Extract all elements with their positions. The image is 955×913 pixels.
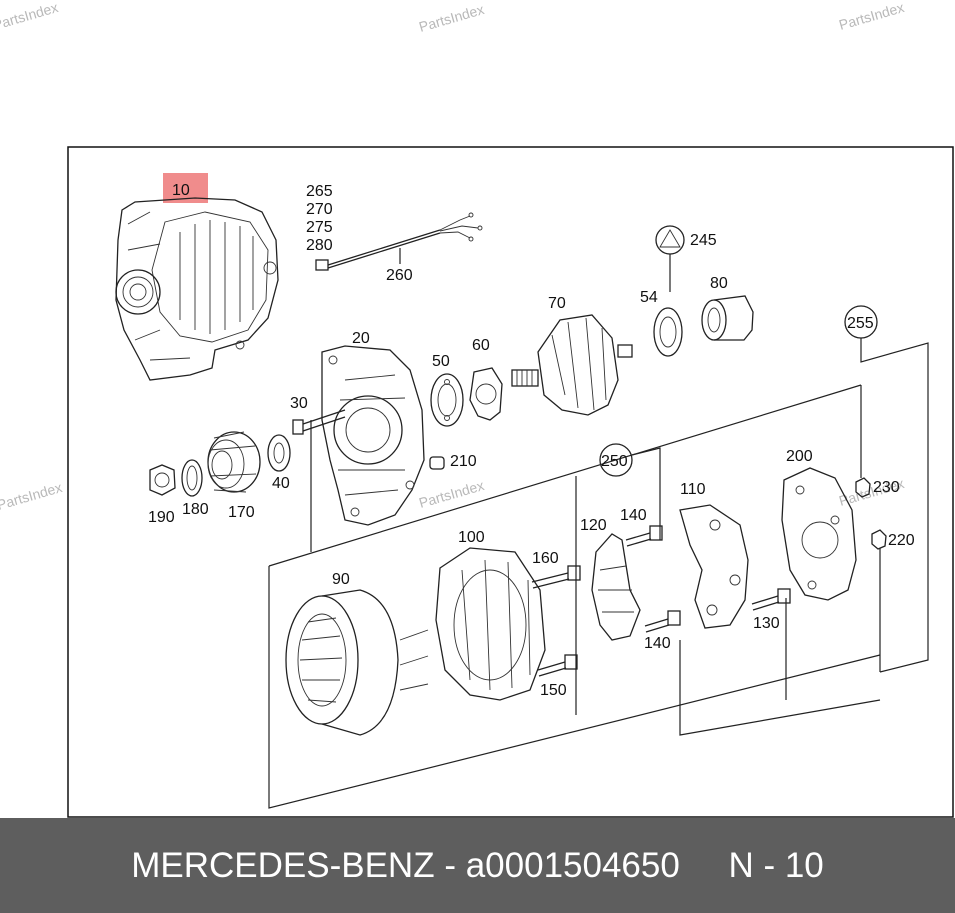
- callout-160[interactable]: 160: [532, 550, 559, 567]
- cover-200[interactable]: [781, 467, 857, 601]
- callout-30[interactable]: 30: [290, 395, 308, 412]
- callout-190[interactable]: 190: [148, 509, 175, 526]
- footer-bar: MERCEDES-BENZ - a0001504650 N - 10: [0, 818, 955, 913]
- callout-70[interactable]: 70: [548, 295, 566, 312]
- callout-255[interactable]: 255: [847, 315, 874, 332]
- callout-275[interactable]: 275: [306, 219, 333, 236]
- callout-150[interactable]: 150: [540, 682, 567, 699]
- regulator-120[interactable]: [591, 533, 641, 641]
- callout-130[interactable]: 130: [753, 615, 780, 632]
- bolt-140-upper[interactable]: [625, 525, 663, 547]
- slip-ring-end-housing-100[interactable]: [435, 547, 546, 701]
- leader-255: [860, 338, 929, 673]
- rectifier-110[interactable]: [679, 504, 749, 629]
- callout-220[interactable]: 220: [888, 532, 915, 549]
- callout-50[interactable]: 50: [432, 353, 450, 370]
- diagram-frame: [67, 146, 954, 818]
- footer-brand: MERCEDES-BENZ: [131, 845, 435, 885]
- retainer-plate-60[interactable]: [469, 367, 503, 421]
- callout-140-upper[interactable]: 140: [620, 507, 647, 524]
- callout-140-lower[interactable]: 140: [644, 635, 671, 652]
- bearing-50[interactable]: [430, 373, 464, 427]
- callout-10[interactable]: 10: [172, 182, 190, 199]
- nut-190[interactable]: [149, 464, 176, 496]
- callout-265[interactable]: 265: [306, 183, 333, 200]
- rotor-70[interactable]: [511, 314, 633, 416]
- bearing-54[interactable]: [653, 307, 683, 357]
- bolt-160[interactable]: [531, 565, 581, 589]
- nut-220[interactable]: [871, 529, 887, 550]
- stator-90[interactable]: [285, 589, 429, 736]
- footer-separator: -: [434, 845, 466, 885]
- callout-circle-250: [599, 443, 633, 477]
- callout-110[interactable]: 110: [680, 481, 706, 498]
- group-bracket-140-130: [679, 640, 881, 736]
- callout-60[interactable]: 60: [472, 337, 490, 354]
- leader-250-right: [631, 447, 661, 540]
- bolt-140-lower[interactable]: [644, 610, 681, 633]
- alternator-assembly[interactable]: [115, 197, 279, 381]
- spacer-40[interactable]: [267, 434, 291, 472]
- callout-20[interactable]: 20: [352, 330, 370, 347]
- callout-54[interactable]: 54: [640, 289, 658, 306]
- callout-250[interactable]: 250: [601, 453, 628, 470]
- callout-180[interactable]: 180: [182, 501, 209, 518]
- pulley-170[interactable]: [207, 431, 261, 493]
- callout-245[interactable]: 245: [690, 232, 717, 249]
- callout-260[interactable]: 260: [386, 267, 413, 284]
- callout-200[interactable]: 200: [786, 448, 813, 465]
- callout-270[interactable]: 270: [306, 201, 333, 218]
- terminal-245[interactable]: [655, 225, 685, 255]
- callout-280[interactable]: 280: [306, 237, 333, 254]
- bearing-cap-80[interactable]: [701, 295, 754, 341]
- bolt-30[interactable]: [292, 409, 346, 435]
- callout-230[interactable]: 230: [873, 479, 900, 496]
- group-bracket-bottom: [268, 566, 881, 809]
- callout-100[interactable]: 100: [458, 529, 485, 546]
- bolt-130[interactable]: [751, 588, 791, 611]
- nut-230[interactable]: [855, 477, 871, 498]
- footer-position-label: N - 10: [728, 845, 824, 885]
- footer-title: MERCEDES-BENZ - a0001504650 N - 10: [131, 846, 824, 886]
- washer-180[interactable]: [181, 459, 203, 497]
- group-bracket-top: [268, 384, 862, 567]
- callout-170[interactable]: 170: [228, 504, 255, 521]
- wiring-harness[interactable]: [315, 212, 483, 271]
- callout-120[interactable]: 120: [580, 517, 607, 534]
- bolt-150[interactable]: [537, 654, 578, 677]
- callout-40[interactable]: 40: [272, 475, 290, 492]
- callout-80[interactable]: 80: [710, 275, 728, 292]
- footer-part-number[interactable]: a0001504650: [465, 845, 680, 885]
- cap-210[interactable]: [429, 456, 445, 470]
- drive-end-bracket[interactable]: [321, 345, 425, 526]
- callout-90[interactable]: 90: [332, 571, 350, 588]
- callout-210[interactable]: 210: [450, 453, 477, 470]
